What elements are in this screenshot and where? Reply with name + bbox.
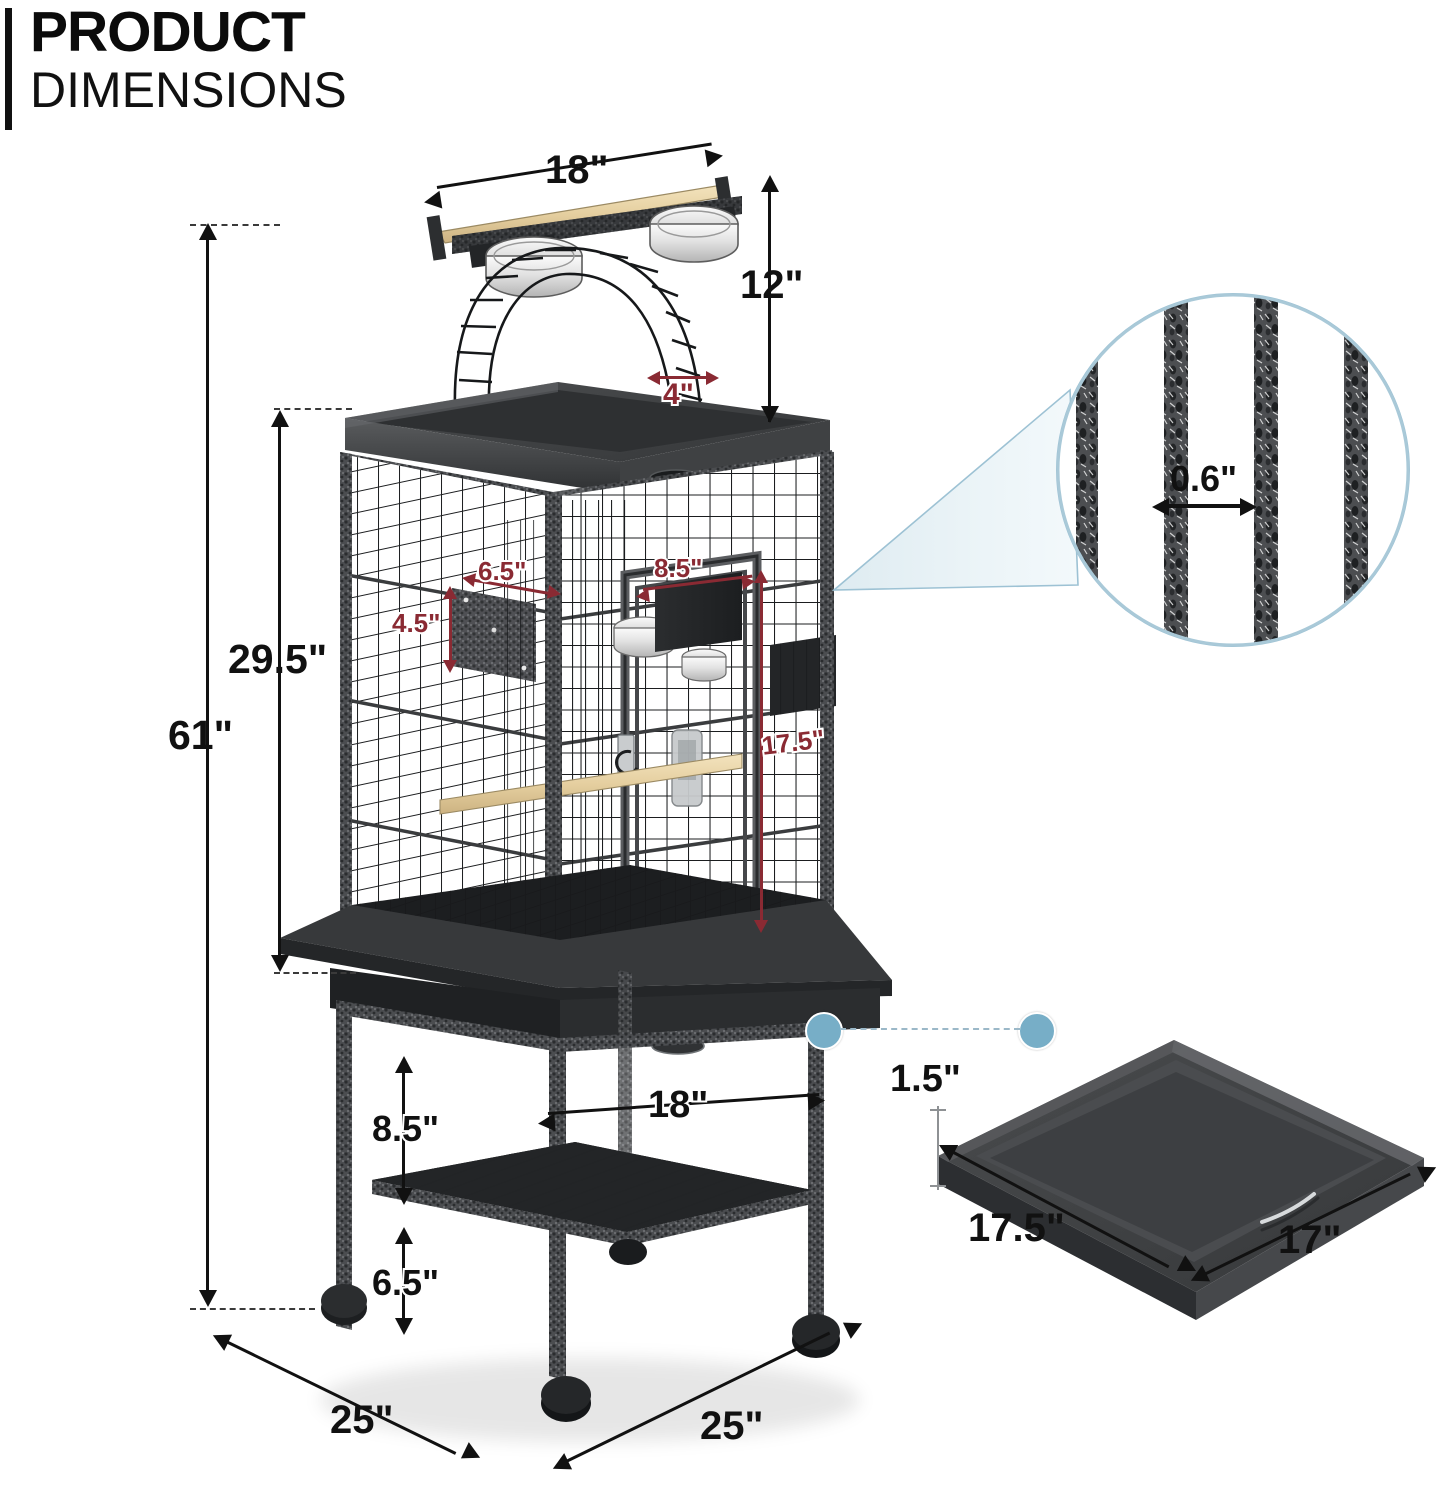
arrow-up-icon xyxy=(395,1227,413,1244)
arrow-up-icon xyxy=(754,570,768,583)
dim-line-playtop-height xyxy=(768,190,771,422)
playtop-tray xyxy=(345,382,830,494)
callout-link-line xyxy=(840,1028,1020,1030)
dim-extension-top-295 xyxy=(274,408,352,410)
arrow-right-icon xyxy=(1240,498,1257,516)
title-line-product: PRODUCT xyxy=(30,0,306,64)
arrow-right-icon xyxy=(706,371,719,385)
caster-wheels xyxy=(321,1239,840,1422)
dim-label-tray-width: 17" xyxy=(1278,1218,1342,1262)
wire-detail-circle xyxy=(1056,293,1410,647)
dim-label-base-width: 25" xyxy=(700,1404,764,1448)
arrow-right-icon xyxy=(546,584,563,602)
arrow-up-icon xyxy=(761,175,779,192)
dim-line-door-height xyxy=(760,580,763,928)
arrow-down-icon xyxy=(395,1318,413,1335)
title-accent-bar xyxy=(5,8,12,130)
page-title: PRODUCT DIMENSIONS xyxy=(30,2,347,118)
dim-label-playtop-width: 18" xyxy=(545,148,609,192)
dim-label-cage-height: 29.5" xyxy=(228,636,328,682)
dim-label-feeder-height: 4.5" xyxy=(390,606,443,640)
dim-label-ladder-width: 4" xyxy=(661,376,696,413)
detached-tray-illustration xyxy=(938,1040,1424,1320)
dim-label-stand-width: 18" xyxy=(646,1082,710,1128)
dim-line-feeder-height xyxy=(449,596,452,668)
arrow-down-icon xyxy=(443,660,457,673)
arrow-left-icon xyxy=(422,190,443,212)
dim-extension-top-61 xyxy=(190,224,280,226)
dim-line-ladder-width xyxy=(655,376,713,379)
arrow-up-icon xyxy=(271,410,289,427)
arrow-down-icon xyxy=(199,1290,217,1307)
dim-label-caster-height: 6.5" xyxy=(370,1260,441,1305)
arrow-right-icon xyxy=(807,1091,826,1111)
dim-label-wire-spacing: 0.6" xyxy=(1170,458,1238,499)
dim-label-playtop-height: 12" xyxy=(740,263,804,307)
dim-label-total-height: 61" xyxy=(168,712,234,758)
arched-ladder xyxy=(453,246,703,413)
arrow-left-icon xyxy=(460,570,477,588)
arrow-down-icon xyxy=(271,955,289,972)
arrow-right-icon xyxy=(704,146,725,168)
dim-line-total-height xyxy=(206,236,209,1298)
dim-label-feeder-width: 6.5" xyxy=(476,554,529,588)
dim-label-door-width: 8.5" xyxy=(652,551,705,585)
dim-line-stand-gap xyxy=(402,1068,405,1198)
arrow-down-icon xyxy=(395,1188,413,1205)
title-line-dimensions: DIMENSIONS xyxy=(30,62,347,118)
dim-label-base-depth: 25" xyxy=(330,1398,394,1442)
cage-perch xyxy=(439,753,743,815)
dim-line-cage-height xyxy=(278,424,281,962)
dim-extension-bottom-295 xyxy=(274,972,356,974)
arrow-left-icon xyxy=(647,371,660,385)
callout-dot-cage xyxy=(805,1012,843,1050)
arrow-down-icon xyxy=(761,406,779,423)
dim-label-stand-gap: 8.5" xyxy=(370,1106,441,1151)
arrow-left-icon xyxy=(537,1113,556,1133)
arrow-down-icon xyxy=(754,920,768,933)
food-bowl-left xyxy=(485,236,583,298)
inner-bowl-2 xyxy=(681,648,727,682)
arrow-up-icon xyxy=(443,586,457,599)
arrow-left-icon xyxy=(1152,498,1169,516)
arrow-left-icon xyxy=(635,588,650,604)
food-bowl-right xyxy=(649,205,739,263)
arrow-up-icon xyxy=(199,223,217,240)
dim-label-tray-depth: 17.5" xyxy=(968,1206,1065,1250)
arrow-up-icon xyxy=(395,1056,413,1073)
dim-label-tray-thickness: 1.5" xyxy=(890,1058,961,1100)
callout-dot-tray xyxy=(1018,1012,1056,1050)
dim-line-caster-height xyxy=(402,1238,405,1326)
dim-line-wire-spacing xyxy=(1162,504,1250,508)
dim-extension-bottom-61 xyxy=(190,1308,315,1310)
seed-guard-skirt xyxy=(280,900,892,1004)
